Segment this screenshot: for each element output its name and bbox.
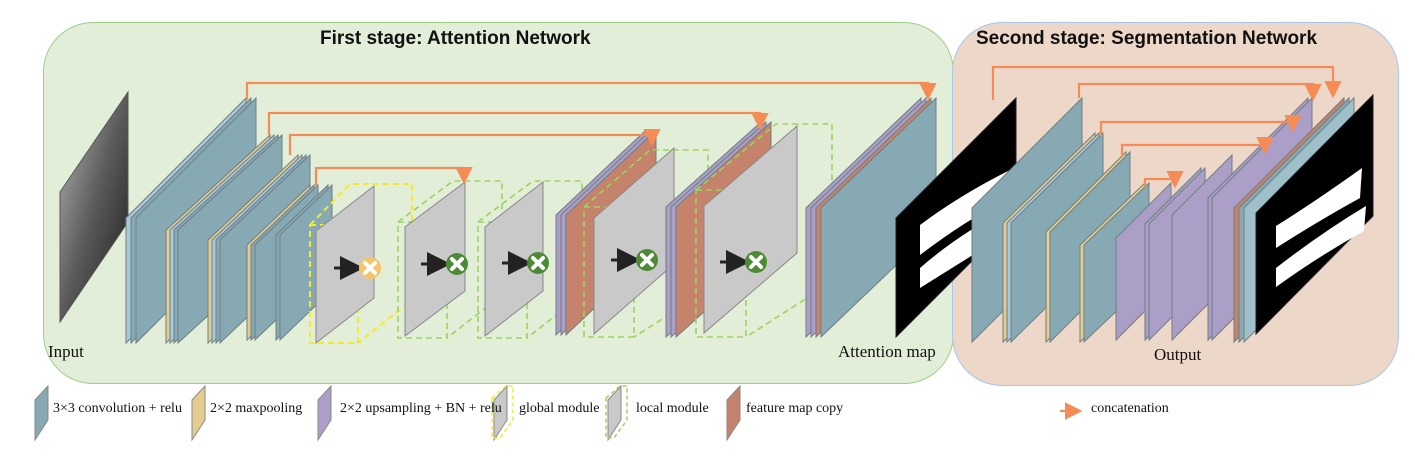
attention-map-label: Attention map — [838, 342, 936, 361]
local-module-box — [397, 180, 503, 339]
concat-arrow — [1143, 170, 1184, 189]
input-image — [59, 90, 129, 324]
legend-label-conv: 3×3 convolution + relu — [53, 401, 182, 416]
input-label: Input — [48, 342, 84, 361]
multiply-icon — [450, 257, 464, 271]
concat-arrow — [1099, 114, 1302, 136]
concat-arrow — [1120, 136, 1274, 156]
legend-label-maxpool: 2×2 maxpooling — [210, 401, 303, 416]
local-module-box — [695, 123, 833, 338]
output-teeth — [1276, 168, 1362, 248]
concat-arrow — [1077, 82, 1322, 102]
legend-label-copy: feature map copy — [746, 401, 844, 416]
module-plane — [703, 124, 798, 335]
legend-label-upsample: 2×2 upsampling + BN + relu — [340, 401, 502, 416]
legend-label-global: global module — [519, 401, 600, 416]
multiply-icon — [531, 256, 545, 270]
first-stage-title: First stage: Attention Network — [320, 28, 591, 49]
concat-arrow — [991, 65, 1342, 100]
concat-arrow — [288, 128, 661, 155]
output-teeth — [1276, 206, 1366, 287]
legend-label-local: local module — [636, 401, 709, 416]
legend-label-concat: concatenation — [1091, 401, 1169, 416]
multiply-icon — [640, 253, 654, 267]
multiply-icon — [363, 261, 377, 275]
output-label: Output — [1154, 345, 1202, 364]
concat-arrow — [314, 166, 473, 186]
multiply-icon — [749, 255, 763, 269]
concat-arrow — [267, 111, 769, 135]
concat-arrow — [245, 81, 937, 101]
second-stage-title: Second stage: Segmentation Network — [976, 28, 1318, 49]
attention-map-teeth — [920, 170, 1010, 255]
